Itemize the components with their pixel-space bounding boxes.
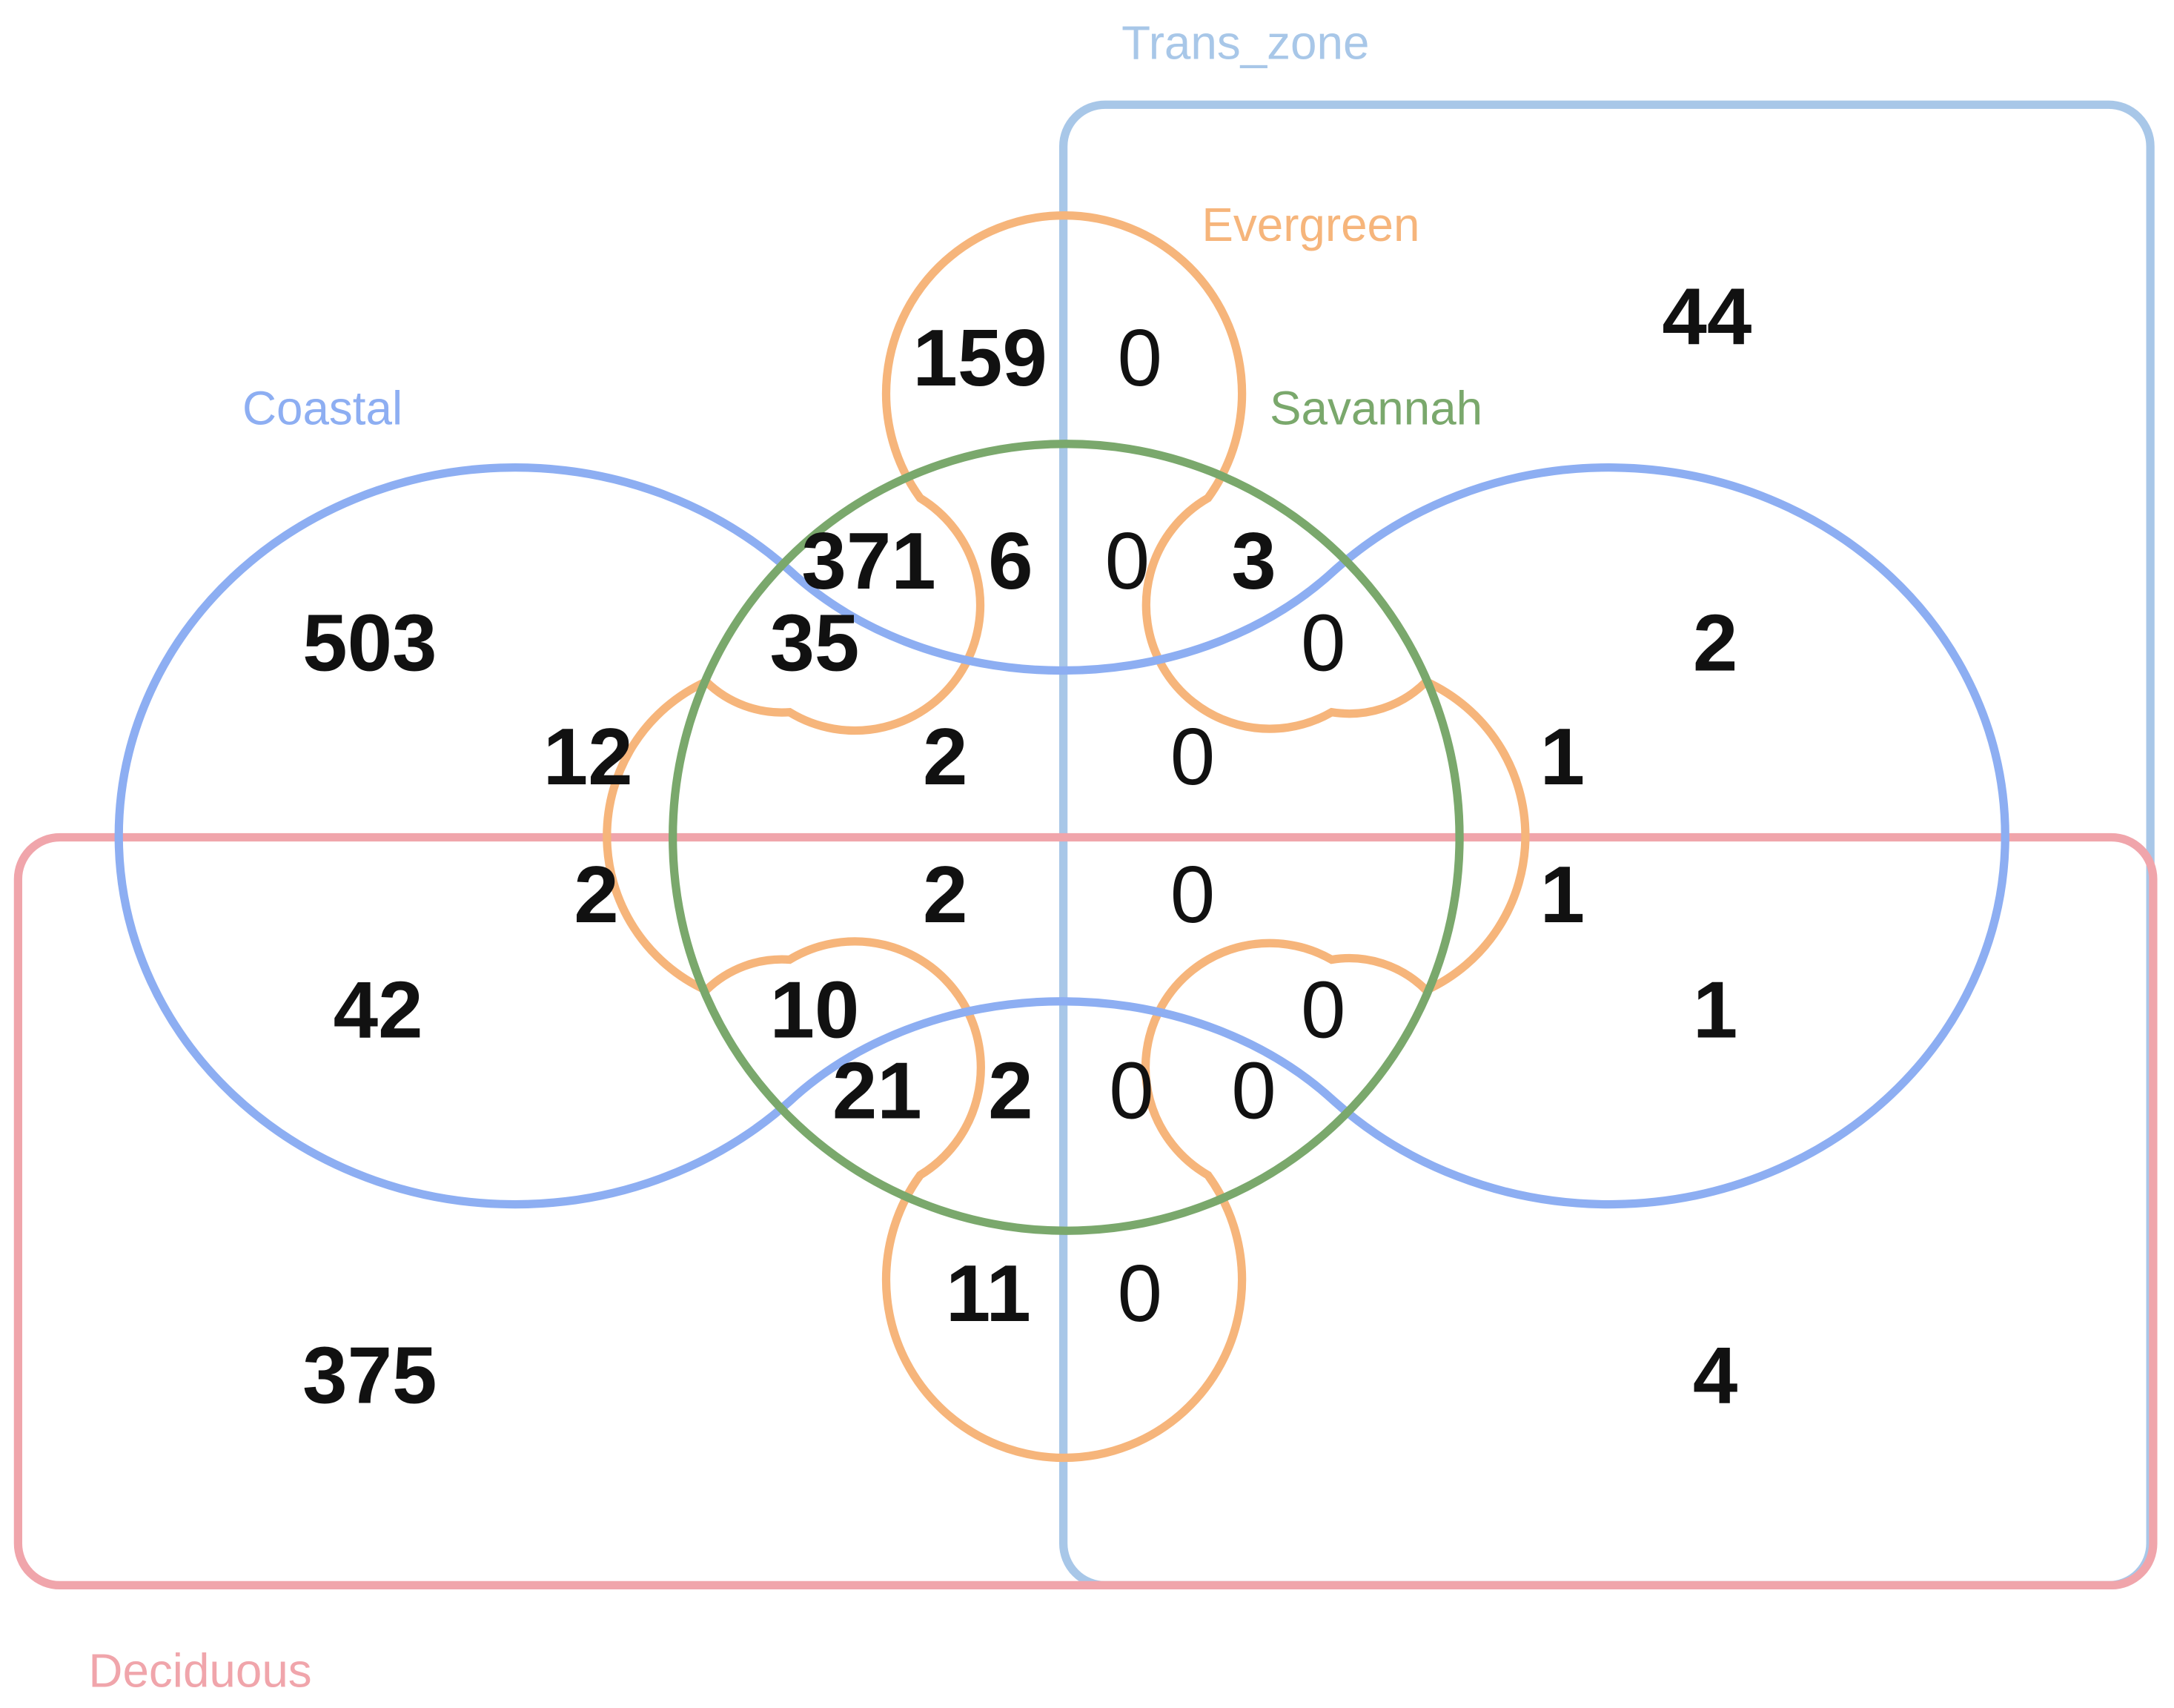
region-count: 0 xyxy=(1301,598,1345,688)
region-count: 11 xyxy=(946,1249,1031,1339)
region-count: 159 xyxy=(912,314,1047,403)
region-count: 2 xyxy=(988,1046,1033,1136)
region-count: 1 xyxy=(1540,712,1585,802)
region-count: 2 xyxy=(1693,598,1737,688)
region-count: 2 xyxy=(574,850,618,940)
region-count: 4 xyxy=(1693,1331,1737,1421)
region-count: 3 xyxy=(1231,517,1276,606)
coastal-set-outline xyxy=(114,463,2009,1209)
region-counts: 159 0 44 371 6 0 3 503 35 0 2 12 2 0 1 2… xyxy=(302,272,1752,1421)
coastal-label: Coastal xyxy=(242,382,402,435)
region-count: 21 xyxy=(832,1046,922,1136)
region-count: 12 xyxy=(543,712,633,802)
region-count: 375 xyxy=(302,1331,437,1421)
region-count: 0 xyxy=(1301,966,1345,1056)
evergreen-label: Evergreen xyxy=(1202,198,1419,251)
savannah-set-outline xyxy=(669,440,1464,1235)
region-count: 371 xyxy=(801,517,935,606)
region-count: 0 xyxy=(1170,712,1215,802)
region-count: 10 xyxy=(769,966,859,1056)
region-count: 1 xyxy=(1693,966,1737,1056)
region-count: 44 xyxy=(1662,272,1752,362)
region-count: 2 xyxy=(923,712,967,802)
region-count: 6 xyxy=(988,517,1033,606)
region-count: 0 xyxy=(1118,1249,1162,1339)
region-count: 0 xyxy=(1118,314,1162,403)
deciduous-set-outline xyxy=(13,833,2158,1590)
region-count: 42 xyxy=(334,966,423,1056)
region-count: 2 xyxy=(923,850,967,940)
evergreen-petal-top xyxy=(603,211,1530,1463)
region-count: 0 xyxy=(1231,1046,1276,1136)
region-count: 1 xyxy=(1540,850,1585,940)
region-count: 0 xyxy=(1170,850,1215,940)
region-count: 0 xyxy=(1109,1046,1153,1136)
region-count: 0 xyxy=(1105,517,1150,606)
trans-zone-label: Trans_zone xyxy=(1121,16,1369,69)
region-count: 35 xyxy=(769,598,859,688)
region-count: 503 xyxy=(302,598,437,688)
deciduous-label: Deciduous xyxy=(88,1644,311,1697)
savannah-label: Savannah xyxy=(1270,382,1482,435)
